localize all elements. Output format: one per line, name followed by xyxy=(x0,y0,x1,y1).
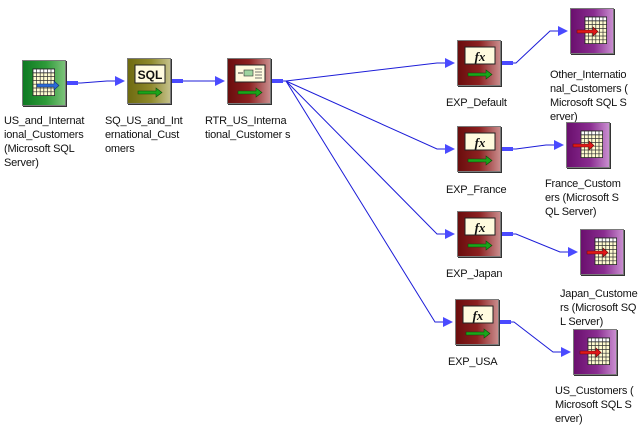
node-label-exp-france: EXP_France xyxy=(446,184,507,196)
arrowhead-icon xyxy=(215,76,225,86)
table-icon xyxy=(567,123,611,174)
node-label-tgt-japan: Japan_Custome rs (Microsoft SQ L Server) xyxy=(560,288,638,328)
link-exp-france-to-tgt-france[interactable] xyxy=(501,140,564,151)
fx-icon: fx xyxy=(458,212,502,263)
node-label-exp-usa: EXP_USA xyxy=(448,356,498,368)
node-exp-france[interactable]: fx xyxy=(457,126,501,172)
arrowhead-icon xyxy=(554,140,564,150)
link-exp-usa-to-tgt-us[interactable] xyxy=(499,320,571,357)
table-icon xyxy=(581,230,625,281)
node-tgt-other[interactable] xyxy=(570,8,614,54)
svg-text:SQL: SQL xyxy=(138,68,163,82)
svg-text:fx: fx xyxy=(473,308,484,323)
arrowhead-icon xyxy=(445,229,455,239)
link-router-to-exp-france[interactable] xyxy=(271,79,455,154)
arrowhead-icon xyxy=(445,58,455,68)
node-exp-default[interactable]: fx xyxy=(457,40,501,86)
svg-text:fx: fx xyxy=(475,135,486,150)
node-tgt-us[interactable] xyxy=(573,329,617,375)
node-label-tgt-us: US_Customers ( Microsoft SQL S erver) xyxy=(555,385,634,425)
node-label-source: US_and_Internat ional_Customers (Microso… xyxy=(4,115,85,169)
node-tgt-france[interactable] xyxy=(566,122,610,168)
arrowhead-icon xyxy=(561,347,571,357)
arrowhead-icon xyxy=(115,76,125,86)
fx-icon: fx xyxy=(456,300,500,351)
link-sq-to-router[interactable] xyxy=(171,76,225,86)
node-sq[interactable]: SQL xyxy=(127,58,171,104)
arrowhead-icon xyxy=(443,317,453,327)
node-router[interactable] xyxy=(227,58,271,104)
node-label-router: RTR_US_Interna tional_Customer s xyxy=(205,115,291,141)
link-router-to-exp-japan[interactable] xyxy=(271,79,455,239)
svg-text:fx: fx xyxy=(475,220,486,235)
arrowhead-icon xyxy=(558,26,568,36)
router-icon xyxy=(228,59,272,110)
node-label-exp-japan: EXP_Japan xyxy=(446,268,503,280)
link-source-to-sq[interactable] xyxy=(66,76,125,86)
node-exp-usa[interactable]: fx xyxy=(455,299,499,345)
node-label-tgt-france: France_Custom ers (Microsoft S QL Server… xyxy=(545,178,621,218)
node-label-sq: SQ_US_and_Int ernational_Cust omers xyxy=(105,115,183,155)
node-exp-japan[interactable]: fx xyxy=(457,211,501,257)
fx-icon: fx xyxy=(458,127,502,178)
table-icon xyxy=(574,330,618,381)
link-router-to-exp-default[interactable] xyxy=(271,58,455,83)
fx-icon: fx xyxy=(458,41,502,92)
arrowhead-icon xyxy=(568,247,578,257)
svg-text:fx: fx xyxy=(475,49,486,64)
table-icon xyxy=(23,61,67,112)
link-exp-japan-to-tgt-japan[interactable] xyxy=(501,232,578,257)
arrowhead-icon xyxy=(445,144,455,154)
node-tgt-japan[interactable] xyxy=(580,229,624,275)
node-label-tgt-other: Other_Internatio nal_Customers ( Microso… xyxy=(550,69,628,123)
link-router-to-exp-usa[interactable] xyxy=(271,79,453,327)
table-icon xyxy=(571,9,615,60)
link-exp-default-to-tgt-other[interactable] xyxy=(501,26,568,65)
sql-icon: SQL xyxy=(128,59,172,110)
node-label-exp-default: EXP_Default xyxy=(446,97,507,109)
node-source[interactable] xyxy=(22,60,66,106)
